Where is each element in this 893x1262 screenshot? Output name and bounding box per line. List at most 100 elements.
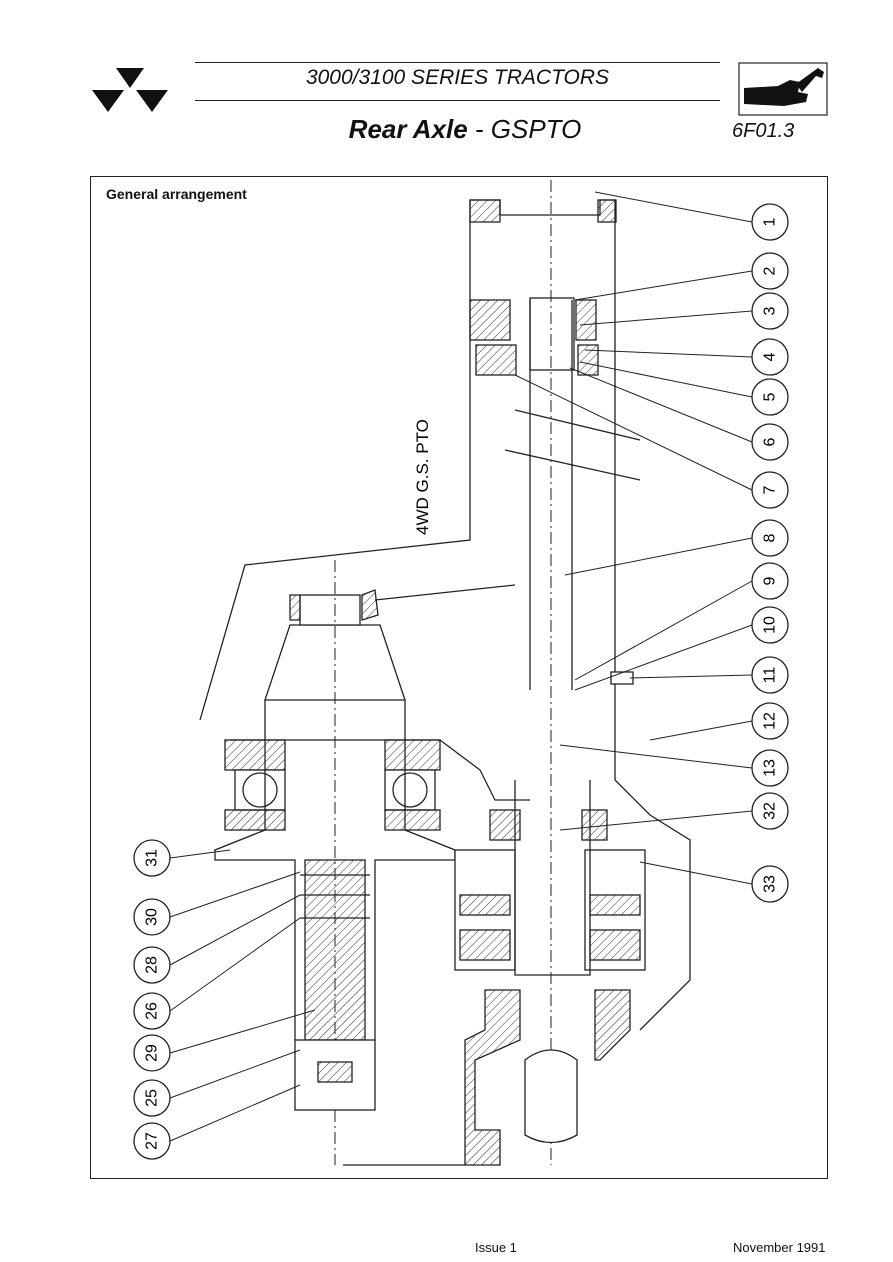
callout-2: 2 <box>574 252 789 301</box>
page-code: 6F01.3 <box>732 120 795 142</box>
callout-leader <box>169 1049 301 1099</box>
callout-number: 13 <box>762 759 779 777</box>
callout-circle <box>751 606 789 644</box>
workshop-spanner-icon <box>738 62 828 116</box>
callout-leader <box>574 270 753 301</box>
callout-circle <box>751 865 789 903</box>
callout-number: 7 <box>762 485 779 494</box>
callout-leader <box>514 374 753 491</box>
callout-circle <box>133 1122 171 1160</box>
callout-leader <box>169 1009 316 1054</box>
series-title: 3000/3100 SERIES TRACTORS <box>305 66 610 89</box>
callout-leader <box>594 191 753 223</box>
callout-number: 32 <box>762 802 779 820</box>
callout-leader <box>579 310 753 326</box>
callout-number: 5 <box>762 392 779 401</box>
callout-leader <box>169 871 301 918</box>
callout-circle <box>133 992 171 1030</box>
callout-leader <box>169 849 231 859</box>
side-label: 4WD G.S. PTO <box>413 419 432 535</box>
callout-circle <box>133 1079 171 1117</box>
page-title: Rear Axle - GSPTO <box>300 114 630 145</box>
callout-circle <box>751 519 789 557</box>
callout-26: 26 <box>133 917 301 1030</box>
callout-32: 32 <box>559 792 789 831</box>
callout-circle <box>751 378 789 416</box>
callout-leader <box>569 367 753 443</box>
callout-33: 33 <box>639 861 789 903</box>
callout-leader <box>559 744 753 769</box>
callout-10: 10 <box>574 606 789 691</box>
callout-circle <box>751 562 789 600</box>
callout-12: 12 <box>649 702 789 741</box>
callout-number: 12 <box>762 712 779 730</box>
callout-leader <box>584 349 753 358</box>
callout-3: 3 <box>579 292 789 330</box>
callout-circle <box>751 471 789 509</box>
callout-leader <box>559 810 753 831</box>
callout-circle <box>133 946 171 984</box>
callout-number: 28 <box>144 956 161 974</box>
callout-number: 6 <box>762 437 779 446</box>
callout-circle <box>751 252 789 290</box>
company-logo <box>92 68 168 112</box>
figure-frame <box>90 176 828 1179</box>
header-rule-bottom <box>195 100 720 101</box>
callout-number: 1 <box>762 217 779 226</box>
footer-date: November 1991 <box>733 1240 826 1255</box>
callout-circle <box>751 338 789 376</box>
callout-number: 29 <box>144 1044 161 1062</box>
callout-circle <box>751 702 789 740</box>
callout-circle <box>751 656 789 694</box>
callout-number: 11 <box>762 667 779 684</box>
callout-4: 4 <box>584 338 789 376</box>
callout-number: 2 <box>762 266 779 275</box>
callout-leader <box>564 537 753 576</box>
callout-circle <box>751 423 789 461</box>
section-label: General arrangement <box>106 186 247 202</box>
callout-8: 8 <box>564 519 789 576</box>
callout-number: 8 <box>762 533 779 542</box>
callout-number: 9 <box>762 576 779 585</box>
callout-30: 30 <box>133 871 301 936</box>
callout-number: 4 <box>762 352 779 361</box>
callout-28: 28 <box>133 894 301 984</box>
page-title-bold: Rear Axle <box>348 114 468 144</box>
callout-31: 31 <box>133 839 231 877</box>
callout-1: 1 <box>594 191 789 241</box>
callout-leader <box>169 1084 301 1142</box>
callout-leader <box>574 624 753 691</box>
callout-leader <box>169 917 301 1012</box>
callout-circle <box>751 292 789 330</box>
header-rule-top <box>195 62 720 63</box>
callout-leader <box>639 861 753 885</box>
callout-leader <box>629 674 753 679</box>
callout-circle <box>751 203 789 241</box>
callout-5: 5 <box>579 361 789 416</box>
callout-number: 3 <box>762 306 779 315</box>
callout-number: 31 <box>144 849 161 867</box>
callout-number: 25 <box>144 1089 161 1107</box>
callout-25: 25 <box>133 1049 301 1117</box>
callout-29: 29 <box>133 1009 316 1072</box>
drawing-linework <box>199 180 691 1166</box>
callout-number: 33 <box>762 875 779 893</box>
callout-number: 10 <box>762 616 779 634</box>
callout-27: 27 <box>133 1084 301 1160</box>
callout-7: 7 <box>514 374 789 509</box>
callout-circle <box>133 839 171 877</box>
callout-leader <box>649 720 753 741</box>
callout-13: 13 <box>559 744 789 787</box>
callout-circle <box>133 1034 171 1072</box>
callout-number: 30 <box>144 908 161 926</box>
callout-leader <box>169 894 301 966</box>
callout-leader <box>579 361 753 398</box>
callout-circle <box>751 792 789 830</box>
footer-issue: Issue 1 <box>475 1240 517 1255</box>
callout-circle <box>133 898 171 936</box>
callout-9: 9 <box>574 562 789 681</box>
callout-circle <box>751 749 789 787</box>
